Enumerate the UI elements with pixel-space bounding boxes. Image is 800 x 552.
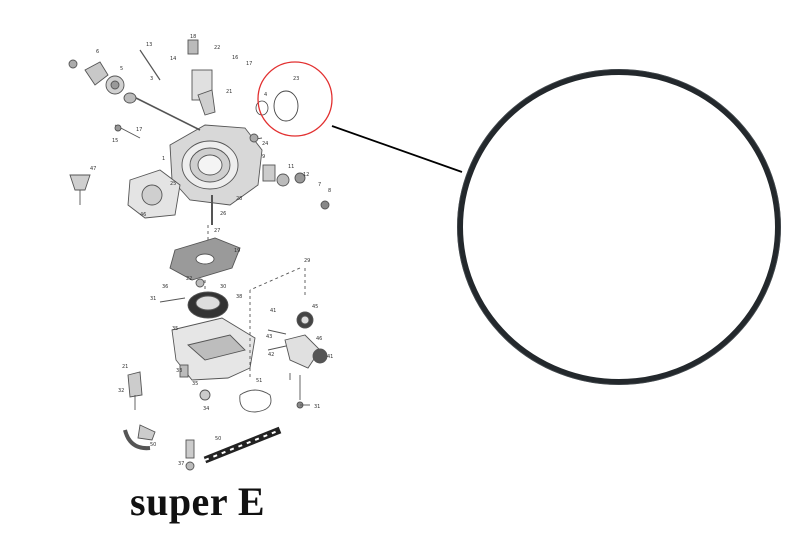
part-label: 47 [90, 166, 96, 172]
part-label: 31 [314, 404, 320, 410]
part-label: 9 [262, 154, 265, 160]
part-label: 5 [120, 66, 123, 72]
part-label: 8 [328, 188, 331, 194]
part-label: 22 [186, 276, 192, 282]
part-label: 17 [136, 127, 142, 133]
callout-connector-line [331, 125, 463, 173]
part-label: 42 [268, 352, 274, 358]
part-label: 22 [214, 45, 220, 51]
part-label: 34 [203, 406, 209, 412]
part-label: 24 [262, 141, 268, 147]
lower-assembly [123, 225, 328, 471]
part-label: 19 [234, 248, 240, 254]
part-label: 15 [112, 138, 118, 144]
part-label: 41 [270, 308, 276, 314]
part-label: 7 [318, 182, 321, 188]
part-label: 36 [162, 284, 168, 290]
part-label: 41 [327, 354, 333, 360]
part-label: 29 [304, 258, 310, 264]
part-label: 1 [162, 156, 165, 162]
o-ring-enlarged [457, 69, 781, 385]
part-label: 12 [303, 172, 309, 178]
part-label: 27 [214, 228, 220, 234]
part-label: 31 [150, 296, 156, 302]
part-label: 32 [118, 388, 124, 394]
part-label: 38 [236, 294, 242, 300]
part-label: 21 [226, 89, 232, 95]
fuel-hose [203, 426, 282, 464]
highlight-callout-circle [257, 61, 333, 137]
part-label: 35 [192, 381, 198, 387]
model-caption: super E [130, 479, 266, 524]
upper-assembly [68, 39, 330, 225]
part-label: 11 [288, 164, 294, 170]
part-label: 37 [178, 461, 184, 467]
part-number-labels: 6 13 18 22 16 17 5 14 3 21 4 24 17 15 1 … [90, 34, 333, 467]
part-label: 16 [232, 55, 238, 61]
part-label: 25 [170, 181, 176, 187]
part-label: 17 [246, 61, 252, 67]
part-label: 35 [172, 326, 178, 332]
part-label: 50 [150, 442, 156, 448]
part-label: 6 [96, 49, 99, 55]
part-label: 14 [170, 56, 176, 62]
throttle-shaft [129, 94, 201, 131]
part-label: 51 [256, 378, 262, 384]
o-ring-in-diagram [273, 90, 299, 122]
part-label: 50 [215, 436, 221, 442]
part-label: 28 [236, 196, 242, 202]
part-label: 13 [146, 42, 152, 48]
part-label: 33 [176, 368, 182, 374]
part-label: 46 [140, 212, 146, 218]
part-label: 43 [266, 334, 272, 340]
part-label: 3 [150, 76, 153, 82]
part-label: 21 [122, 364, 128, 370]
callout-part-number: 23 [293, 76, 299, 82]
part-label: 18 [190, 34, 196, 40]
part-label: 30 [220, 284, 226, 290]
part-label: 26 [220, 211, 226, 217]
part-label: 45 [312, 304, 318, 310]
part-label: 4 [264, 92, 267, 98]
part-label: 46 [316, 336, 322, 342]
